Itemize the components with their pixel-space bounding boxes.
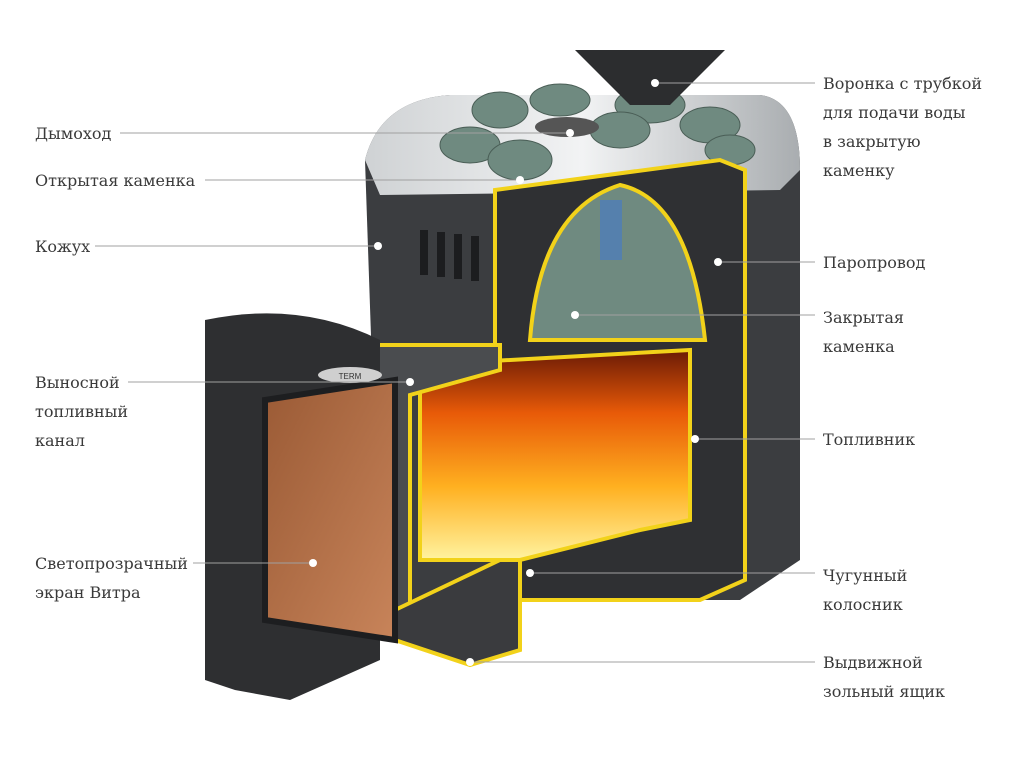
label-steam-pipe: Паропровод (823, 253, 926, 272)
leader-dots (309, 79, 722, 666)
closed-heater (527, 182, 708, 342)
water-tube (600, 200, 622, 260)
label-open-heater: Открытая каменка (35, 171, 196, 190)
label-casing: Кожух (35, 237, 91, 256)
label-chimney: Дымоход (35, 124, 112, 143)
label-firebox: Топливник (823, 430, 916, 449)
firebox-fire (418, 347, 692, 562)
casing-vents (420, 230, 479, 281)
logo-plate (318, 367, 382, 383)
leader-lines (95, 82, 815, 663)
logo: TERM (339, 372, 362, 381)
funnel (575, 50, 725, 105)
open-heater-stones (439, 83, 756, 181)
door-glass (262, 376, 398, 644)
